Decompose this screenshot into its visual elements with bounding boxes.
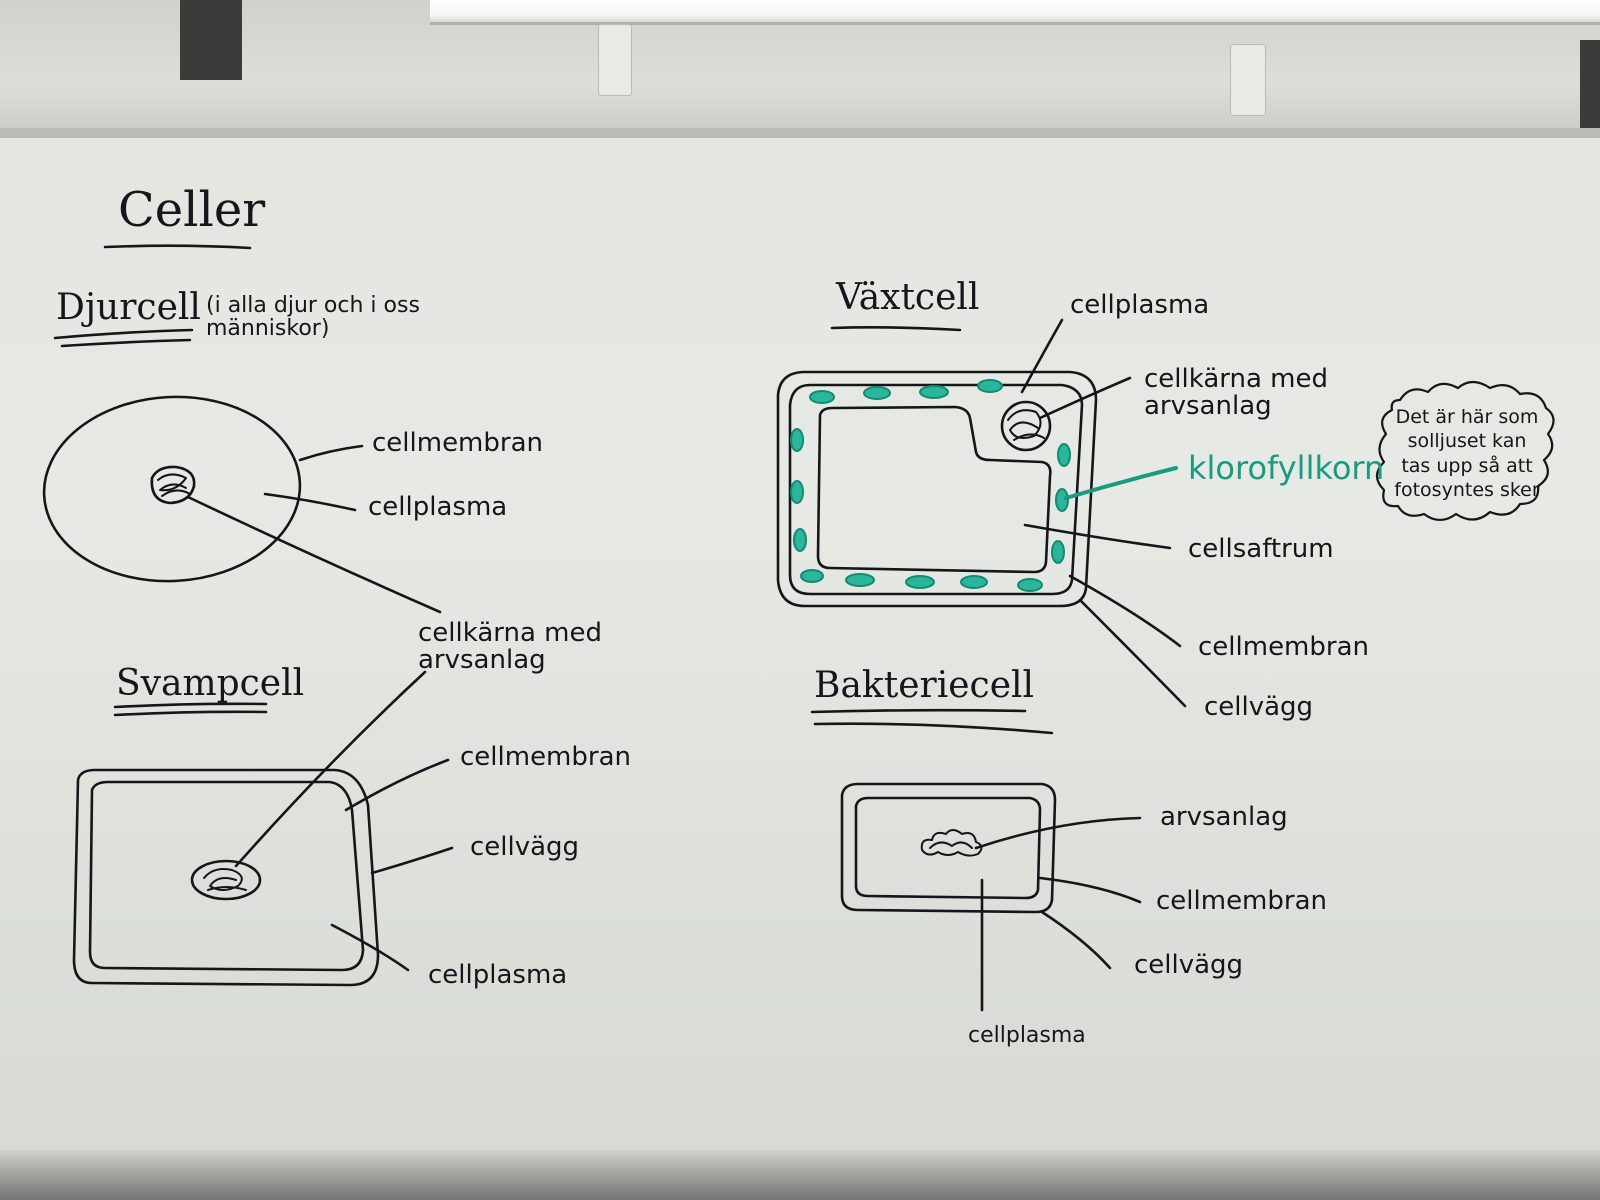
plant-cell-heading: Växtcell [836,277,980,318]
animal-nucleus-scribble [157,473,191,497]
chlorophyll-grain [793,528,807,552]
title-underline [103,244,252,250]
fungus-nucleus-scribble [203,868,247,891]
plant-cell-wall [776,370,1098,608]
plant-label-wall: cellvägg [1204,692,1314,722]
bacteria-dna [920,829,983,857]
chlorophyll-grain [809,390,835,404]
fungus-cell-membrane [88,780,365,972]
chlorophyll-grain [977,379,1003,393]
plant-label-membrane: cellmembran [1198,632,1369,662]
wall-clip-1 [598,24,632,96]
wall-clip-2 [1230,44,1266,116]
bacteria-line-membrane [1038,876,1142,904]
fungus-heading-underline [113,702,268,717]
chlorophyll-grain [1051,540,1065,564]
chlorophyll-grain [790,480,804,504]
plant-label-cytoplasm: cellplasma [1070,290,1210,320]
plant-label-nucleus: cellkärna med arvsanlag [1144,364,1329,422]
plant-line-cytoplasm [1020,318,1064,394]
animal-cell-note: (i alla djur och i oss människor) [206,293,420,342]
plant-nucleus-scribble [1007,409,1045,441]
plant-label-vacuole: cellsaftrum [1188,534,1334,564]
chlorophyll-grain [905,575,935,589]
bacteria-label-dna: arvsanlag [1160,802,1288,832]
bacteria-label-wall: cellvägg [1134,950,1244,980]
fungus-cell-heading: Svampcell [116,663,305,704]
plant-note-text: Det är här som solljuset kan tas upp så … [1394,406,1540,501]
plant-line-membrane [1068,574,1182,648]
chlorophyll-grain [800,569,824,583]
bacteria-cell-membrane [854,796,1042,900]
fungus-label-cytoplasm: cellplasma [428,960,568,990]
whiteboard [0,128,1600,1162]
fungus-line-membrane [344,758,450,812]
animal-cell-membrane [42,395,302,583]
animal-heading-underline [53,328,194,348]
plant-nucleus-outline [1000,400,1052,452]
fungus-label-wall: cellvägg [470,832,580,862]
animal-label-cytoplasm: cellplasma [368,492,508,522]
plant-label-chlorophyll: klorofyllkorn [1188,449,1385,487]
chlorophyll-grain [790,428,804,452]
plant-heading-underline [830,326,962,332]
plant-line-vacuole [1023,523,1172,550]
plant-line-chlorophyll [1064,466,1178,500]
page-title: Celler [118,182,266,238]
plant-line-nucleus [1038,376,1132,420]
fungus-cell-wall [72,768,380,987]
animal-line-nucleus [186,495,442,614]
wall-bracket-left [180,0,242,80]
animal-line-cytoplasm [263,492,357,512]
marker-tray [0,1150,1600,1200]
bacteria-label-cytoplasm: cellplasma [968,1023,1086,1048]
chlorophyll-grain [1017,578,1043,592]
fungus-label-membrane: cellmembran [460,742,631,772]
wall-bracket-right [1580,40,1600,130]
chlorophyll-grain [1057,443,1071,467]
bacteria-cell-heading: Bakteriecell [814,665,1035,706]
chlorophyll-grain [919,385,949,399]
chlorophyll-grain [845,573,875,587]
ceiling-lamp [430,0,1600,25]
note-bubble [1375,380,1555,522]
fungus-line-cytoplasm [330,923,410,972]
fungus-line-wall [370,846,454,875]
fungus-line-nucleus [234,670,427,868]
plant-line-wall [1078,598,1187,708]
animal-label-nucleus: cellkärna med arvsanlag [418,618,603,676]
bacteria-heading-underline [810,708,1054,735]
bacteria-line-wall [1040,910,1112,970]
bacteria-label-membrane: cellmembran [1156,886,1327,916]
animal-label-membrane: cellmembran [372,428,543,458]
chlorophyll-grain [863,386,891,400]
fungus-nucleus-outline [190,859,262,901]
chlorophyll-grain [960,575,988,589]
bacteria-cell-wall [840,782,1057,914]
plant-cell-membrane [788,383,1084,596]
chlorophyll-grain [1055,488,1069,512]
animal-cell-heading: Djurcell [56,287,201,328]
animal-nucleus-outline [150,465,196,505]
plant-vacuole [816,405,1052,574]
animal-line-membrane [298,444,364,462]
bacteria-line-dna [974,816,1142,850]
